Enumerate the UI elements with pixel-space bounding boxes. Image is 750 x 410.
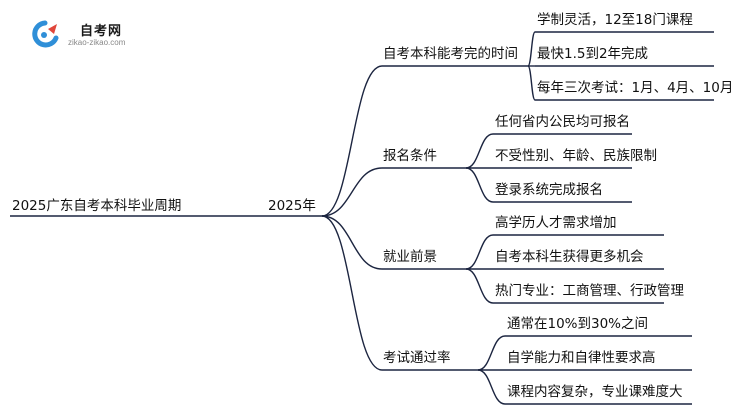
leaf-connector bbox=[527, 31, 536, 67]
branch-connector bbox=[321, 167, 383, 217]
leaf-node[interactable]: 每年三次考试：1月、4月、10月 bbox=[537, 80, 734, 96]
leaf-node[interactable]: 自考本科生获得更多机会 bbox=[495, 249, 644, 265]
leaf-node[interactable]: 不受性别、年龄、民族限制 bbox=[495, 148, 657, 164]
logo-url: zikao-zikao.com bbox=[68, 38, 126, 47]
site-logo[interactable]: 自考网 zikao-zikao.com bbox=[30, 18, 170, 52]
leaf-node[interactable]: 最快1.5到2年完成 bbox=[537, 46, 649, 62]
logo-icon bbox=[32, 20, 59, 48]
leaf-node[interactable]: 课程内容复杂，专业课难度大 bbox=[507, 384, 683, 400]
leaf-connector bbox=[477, 369, 506, 405]
branch-node-time[interactable]: 自考本科能考完的时间 bbox=[383, 46, 518, 62]
branch-node-pass-rate[interactable]: 考试通过率 bbox=[383, 350, 451, 366]
branch-connector bbox=[321, 215, 383, 270]
leaf-node[interactable]: 热门专业：工商管理、行政管理 bbox=[495, 283, 684, 299]
leaf-connector bbox=[477, 335, 506, 371]
leaf-connector bbox=[465, 167, 494, 203]
center-node[interactable]: 2025年 bbox=[268, 198, 316, 214]
branch-node-career[interactable]: 就业前景 bbox=[383, 249, 437, 265]
leaf-node[interactable]: 自学能力和自律性要求高 bbox=[507, 350, 656, 366]
leaf-connector bbox=[527, 65, 536, 101]
branch-node-eligibility[interactable]: 报名条件 bbox=[383, 148, 437, 164]
leaf-node[interactable]: 任何省内公民均可报名 bbox=[495, 114, 630, 130]
leaf-node[interactable]: 登录系统完成报名 bbox=[495, 182, 603, 198]
leaf-connector bbox=[465, 234, 494, 270]
leaf-connector bbox=[465, 133, 494, 169]
branch-connector bbox=[321, 65, 383, 217]
leaf-node[interactable]: 通常在10%到30%之间 bbox=[507, 316, 649, 332]
logo-title: 自考网 bbox=[80, 24, 123, 39]
leaf-node[interactable]: 学制灵活，12至18门课程 bbox=[537, 12, 693, 28]
leaf-node[interactable]: 高学历人才需求增加 bbox=[495, 215, 617, 231]
branch-connector bbox=[321, 215, 383, 371]
leaf-connector bbox=[465, 268, 494, 304]
root-node[interactable]: 2025广东自考本科毕业周期 bbox=[12, 198, 182, 214]
